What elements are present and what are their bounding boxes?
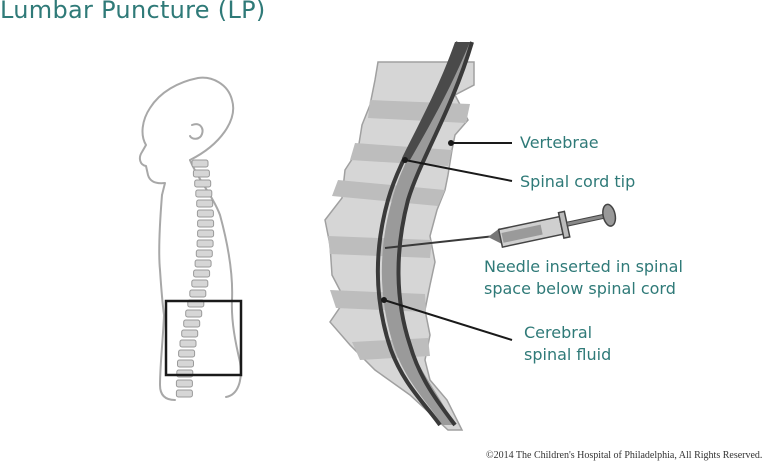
label-needle-line2: space below spinal cord	[484, 279, 676, 298]
label-needle-line1: Needle inserted in spinal	[484, 257, 683, 276]
leader-lines	[383, 142, 513, 341]
small-vertebra	[197, 229, 215, 238]
small-vertebra	[185, 309, 203, 318]
small-spine	[175, 159, 215, 398]
canal-back-wall	[396, 41, 474, 427]
small-vertebra	[192, 169, 210, 178]
small-vertebra	[175, 379, 193, 388]
small-vertebra	[191, 159, 209, 168]
small-vertebra	[181, 329, 199, 338]
small-vertebra	[183, 319, 201, 328]
small-vertebra	[194, 259, 212, 268]
copyright-notice: ©2014 The Children's Hospital of Philade…	[486, 450, 763, 461]
small-vertebra	[196, 239, 214, 248]
small-vertebra	[189, 289, 207, 298]
small-vertebra	[179, 339, 197, 348]
small-vertebra	[197, 219, 215, 228]
small-vertebra	[177, 359, 194, 368]
label-csf-line2: spinal fluid	[524, 345, 612, 364]
small-vertebra	[193, 269, 211, 278]
small-vertebra	[175, 389, 193, 398]
page-title: Lumbar Puncture (LP)	[0, 0, 266, 24]
small-vertebra	[178, 349, 196, 358]
label-vertebrae: Vertebrae	[520, 133, 599, 152]
highlight-box	[164, 299, 243, 377]
small-vertebra	[196, 199, 214, 208]
small-vertebra	[196, 209, 214, 218]
syringe	[384, 203, 617, 249]
leader-dots	[381, 140, 454, 303]
small-vertebra	[191, 279, 209, 288]
spinal-cord	[402, 42, 470, 160]
small-vertebra	[194, 179, 212, 188]
small-vertebra	[195, 249, 213, 258]
label-spinal-cord-tip: Spinal cord tip	[520, 172, 636, 191]
small-vertebra	[195, 189, 213, 198]
label-csf-line1: Cerebral	[524, 323, 593, 342]
